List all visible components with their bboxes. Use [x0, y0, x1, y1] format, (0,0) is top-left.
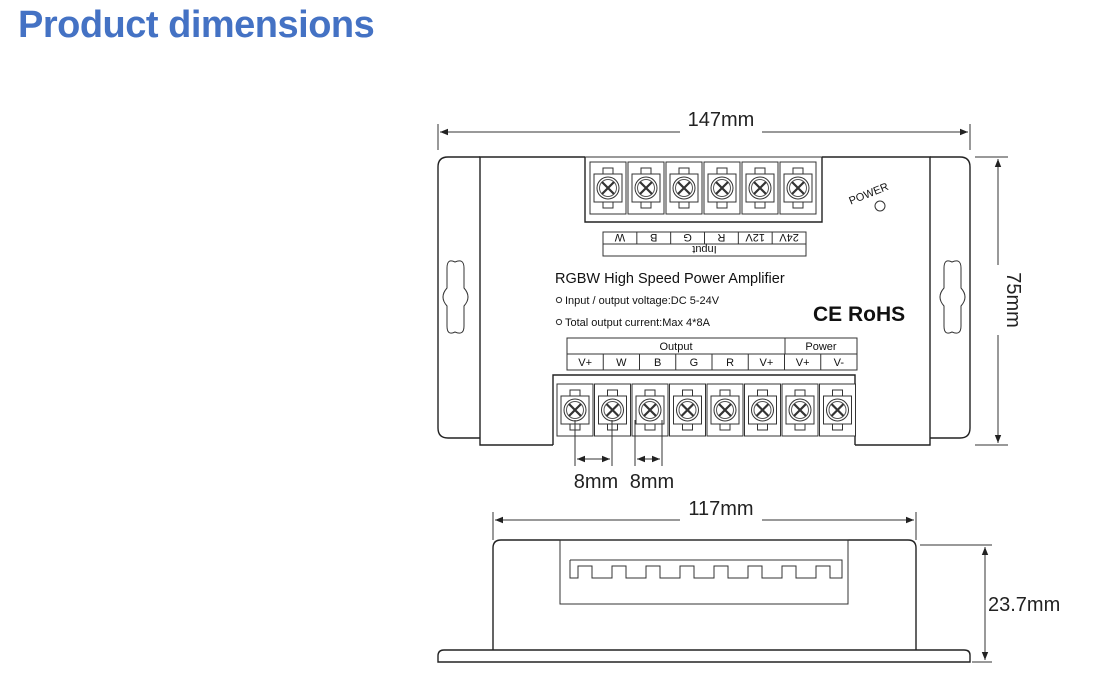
- input-pin-label: 12V: [745, 231, 765, 243]
- input-pin-label: B: [650, 231, 657, 243]
- page-title: Product dimensions: [18, 4, 375, 46]
- left-flange: [437, 156, 480, 439]
- output-pin-label: V+: [759, 357, 773, 369]
- side-height-label: 23.7mm: [988, 594, 1060, 616]
- height-label: 75mm: [1002, 272, 1024, 328]
- input-pin-label: 24V: [779, 231, 799, 243]
- spec-current: Total output current:Max 4*8A: [565, 317, 711, 329]
- screw-terminal-icon: [818, 382, 857, 438]
- output-pin-label: V+: [578, 357, 592, 369]
- output-pin-label: V-: [834, 357, 845, 369]
- input-pin-label: G: [683, 231, 692, 243]
- height-dimension-23-7: 23.7mm: [920, 544, 1060, 663]
- right-mounting-slot: [939, 260, 966, 334]
- power-led-icon: [874, 200, 886, 212]
- right-flange: [930, 156, 971, 439]
- screw-terminal-icon: [743, 382, 782, 438]
- screw-terminal-icon: [668, 382, 707, 438]
- pitch-dimension: 8mm 8mm: [574, 420, 674, 493]
- spec-voltage: Input / output voltage:DC 5-24V: [565, 295, 720, 307]
- screw-terminal-icon: [630, 382, 670, 438]
- screw-terminal-icon: [705, 382, 745, 438]
- side-view: 117mm 23.7mm: [437, 498, 1060, 663]
- input-pin-table: Input W B G R 12V 24V: [602, 231, 807, 257]
- side-terminal-profile: [559, 539, 849, 605]
- output-pin-label: V+: [796, 357, 810, 369]
- screw-terminal-icon: [780, 382, 820, 438]
- pitch-label-1: 8mm: [574, 471, 618, 493]
- output-pin-table: Output Power V+ W B G R V+ V+ V-: [566, 337, 858, 371]
- pitch-label-2: 8mm: [630, 471, 674, 493]
- housing-body: [479, 156, 931, 446]
- width-dimension-117: 117mm: [492, 498, 917, 540]
- input-label: Input: [692, 243, 716, 255]
- input-terminal-block: [584, 156, 823, 223]
- output-pin-label: B: [654, 357, 661, 369]
- ce-rohs-mark: CE RoHS: [813, 303, 905, 326]
- output-pin-label: R: [726, 357, 734, 369]
- input-pin-label: R: [717, 231, 725, 243]
- side-housing: [492, 539, 917, 650]
- width-dimension-147: 147mm: [437, 109, 971, 150]
- output-pin-label: W: [616, 357, 627, 369]
- power-group-label: Power: [805, 341, 837, 353]
- product-name: RGBW High Speed Power Amplifier: [555, 271, 785, 287]
- output-terminal-block: [552, 374, 857, 445]
- height-dimension-75: 75mm: [975, 156, 1024, 446]
- width-label: 147mm: [688, 109, 755, 131]
- input-pin-label: W: [614, 231, 625, 243]
- side-width-label: 117mm: [688, 498, 753, 520]
- output-label: Output: [659, 341, 692, 353]
- left-mounting-slot: [442, 260, 469, 334]
- side-base-plate: [437, 649, 971, 663]
- output-pin-label: G: [690, 357, 699, 369]
